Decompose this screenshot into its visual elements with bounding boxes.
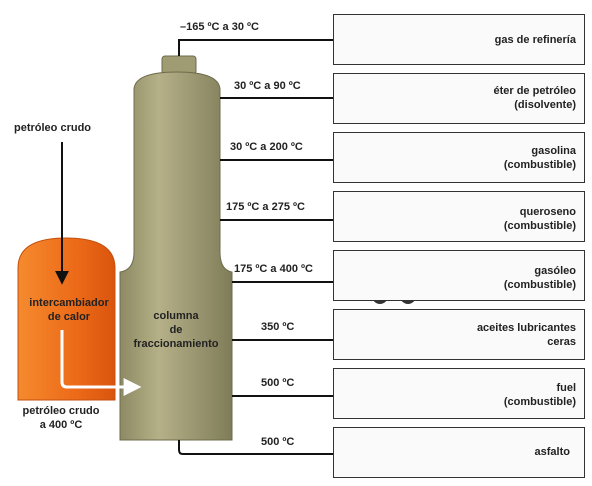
product-name: asfalto [534,446,570,458]
heated-crude-arrow [60,330,142,396]
temperature-label: 175 ºC a 400 ºC [234,263,313,275]
crude-input-label: petróleo crudo [14,122,92,134]
heat-exchanger [17,237,116,401]
temperature-label: 500 ºC [261,436,295,448]
product-box-8 [333,427,585,478]
product-name: fuel(combustible) [503,382,576,408]
temperature-label: 175 ºC a 275 ºC [226,201,305,213]
product-box-6 [333,309,585,360]
product-box-7 [333,368,585,419]
temperature-label: 30 ºC a 90 ºC [234,80,301,92]
temperature-label: –165 ºC a 30 ºC [180,21,259,33]
product-name: gasóleo(combustible) [503,265,576,291]
fractionating-column [119,55,233,441]
product-box-2 [333,73,585,124]
product-name: queroseno(combustible) [503,206,576,232]
product-box-1 [333,14,585,65]
product-arrows [178,33,351,461]
temperature-label: 350 ºC [261,321,295,333]
product-box-5 [333,250,585,301]
temperature-label: 500 ºC [261,377,295,389]
product-name: gas de refinería [494,34,576,46]
product-name: éter de petróleo(disolvente) [493,85,576,111]
product-box-3 [333,132,585,183]
product-box-4 [333,191,585,242]
temperature-label: 30 ºC a 200 ºC [230,141,303,153]
product-name: gasolina(combustible) [503,145,576,171]
